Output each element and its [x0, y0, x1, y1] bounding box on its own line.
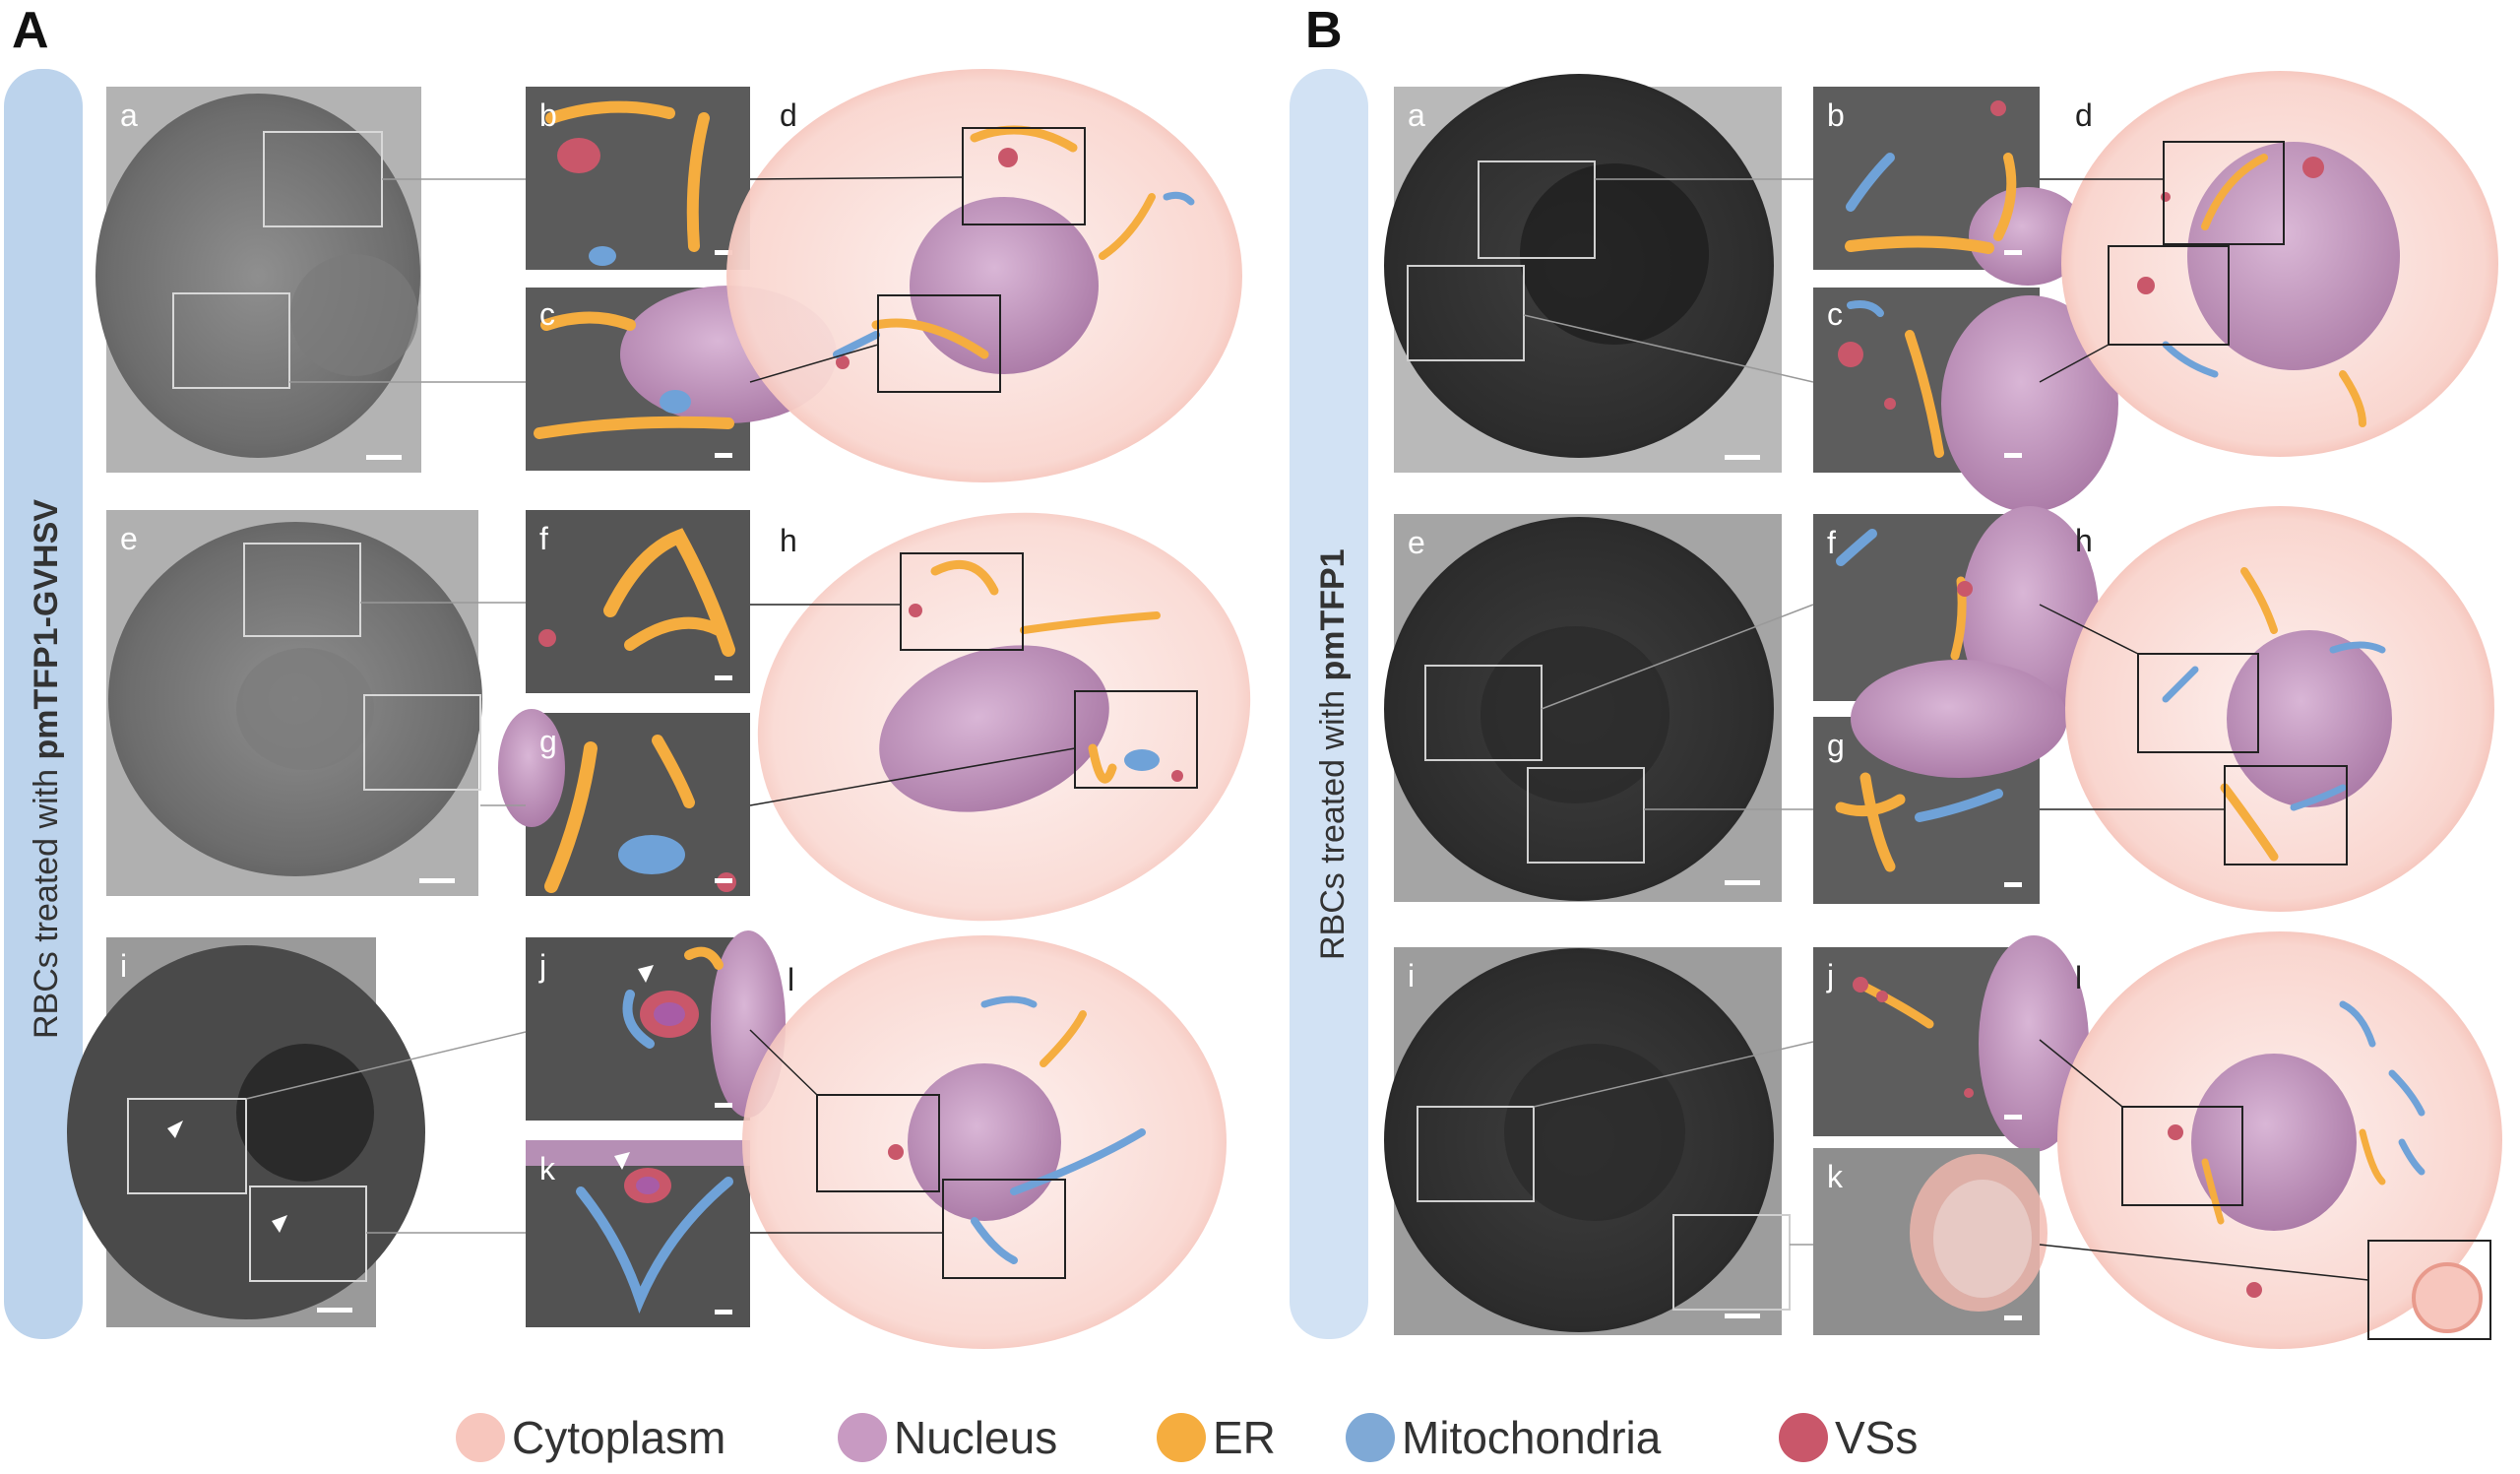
i-sublabel: i — [120, 948, 127, 984]
b-row3-connectors — [1533, 1041, 1814, 1246]
b-j-inset — [1813, 935, 2089, 1152]
b-e-em-image — [1384, 514, 1782, 902]
b-g-inset — [1813, 660, 2067, 904]
legend-item-vss: VSs — [1779, 1412, 1918, 1463]
b-k-inset — [1813, 1148, 2048, 1335]
b-i-sublabel: i — [1408, 958, 1415, 993]
b-c-inset — [1813, 288, 2118, 512]
b-a-sublabel: a — [1408, 97, 1425, 133]
k-inset — [526, 1140, 750, 1327]
e-sublabel: e — [120, 521, 138, 556]
f-inset — [526, 510, 750, 693]
a-row2-connectors — [360, 602, 526, 806]
panel-a-letter: A — [12, 2, 49, 59]
b-l-sublabel: l — [2075, 960, 2082, 995]
a-em-image — [95, 87, 421, 473]
d-sublabel: d — [780, 97, 797, 133]
b-a-em-image — [1384, 74, 1782, 473]
h-reconstruction — [757, 512, 1251, 922]
b-row2-connectors-dark — [2039, 604, 2225, 810]
panel-b-side-bar — [1290, 69, 1368, 1339]
b-row1-connectors-dark — [2039, 178, 2164, 383]
b-i-em-image — [1384, 947, 1791, 1335]
b-j-sublabel: j — [1826, 958, 1834, 993]
b-row3-connectors-dark — [2039, 1039, 2369, 1281]
b-row1-connectors — [1523, 178, 1814, 383]
b-g-sublabel: g — [1827, 728, 1845, 763]
a-c-inset — [526, 286, 837, 471]
svg-text:VSs: VSs — [1835, 1412, 1918, 1463]
a-row1-connectors-dark — [749, 176, 964, 383]
b-b-inset — [1813, 87, 2087, 286]
legend-item-cytoplasm: Cytoplasm — [456, 1412, 725, 1463]
legend-item-er: ER — [1157, 1412, 1276, 1463]
a-row2-connectors-dark — [749, 604, 1076, 806]
svg-text:Nucleus: Nucleus — [894, 1412, 1057, 1463]
j-inset — [526, 930, 786, 1121]
a-d-reconstruction — [726, 69, 1242, 482]
b-row2-connectors — [1541, 604, 1814, 810]
g-inset — [498, 709, 750, 896]
svg-text:ER: ER — [1213, 1412, 1276, 1463]
b-c-sublabel: c — [1827, 296, 1843, 332]
b-k-sublabel: k — [1827, 1159, 1844, 1194]
i-em-image — [67, 937, 425, 1327]
panel-a-side-bar — [4, 69, 83, 1339]
l-sublabel: l — [788, 962, 794, 997]
a-row3-connectors-dark — [749, 1029, 943, 1234]
svg-text:Mitochondria: Mitochondria — [1402, 1412, 1662, 1463]
c-sublabel: c — [539, 296, 555, 332]
k-sublabel: k — [539, 1151, 556, 1186]
a-sublabel: a — [120, 97, 138, 133]
b-e-sublabel: e — [1408, 525, 1425, 560]
b-f-sublabel: f — [1827, 525, 1836, 560]
svg-text:Cytoplasm: Cytoplasm — [512, 1412, 725, 1463]
a-row1-connectors — [289, 178, 526, 383]
b-l-reconstruction — [2057, 931, 2502, 1349]
h-sublabel: h — [780, 523, 797, 558]
b-h-sublabel: h — [2075, 523, 2093, 558]
f-sublabel: f — [539, 521, 548, 556]
legend-item-mitochondria: Mitochondria — [1346, 1412, 1662, 1463]
j-sublabel: j — [538, 948, 546, 984]
panel-b-letter: B — [1305, 2, 1343, 59]
legend-item-nucleus: Nucleus — [838, 1412, 1057, 1463]
b-d-reconstruction — [2061, 71, 2498, 457]
b-sublabel: b — [539, 97, 557, 133]
a-row3-connectors — [245, 1031, 527, 1234]
l-reconstruction — [742, 935, 1227, 1349]
a-b-inset — [526, 87, 750, 270]
b-b-sublabel: b — [1827, 97, 1845, 133]
g-sublabel: g — [539, 724, 557, 759]
e-em-image — [106, 510, 482, 896]
panel-a-side-label: RBCs treated with pmTFP1-GVHSV — [28, 499, 65, 1039]
panel-b-side-label: RBCs treated with pmTFP1 — [1314, 548, 1352, 960]
b-h-reconstruction — [2065, 506, 2494, 912]
legend: Cytoplasm Nucleus ER Mitochondria VSs — [456, 1412, 1918, 1463]
b-d-sublabel: d — [2075, 97, 2093, 133]
